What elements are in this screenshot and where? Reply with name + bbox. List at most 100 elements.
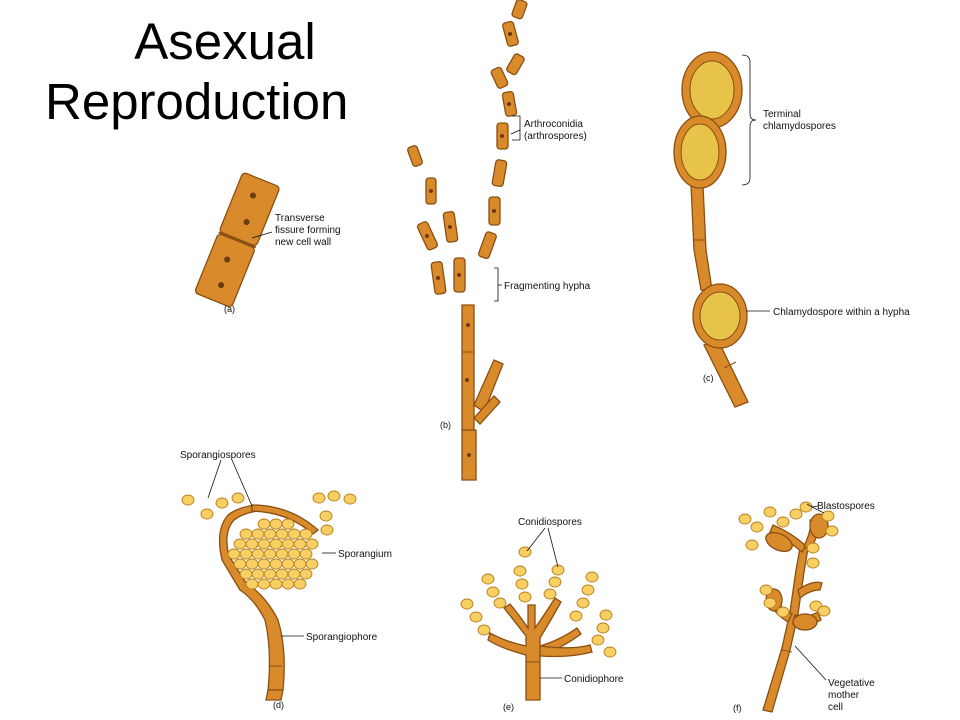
panel-a-label: (a) (224, 304, 235, 314)
sporangiospore (257, 578, 271, 590)
sporangiospore (293, 578, 307, 590)
sporangiospore (257, 558, 271, 570)
conidiophore-label: Conidiophore (564, 674, 624, 685)
sporangium-wall (251, 504, 320, 535)
panel-a-fission: Transverse fissure forming new cell wall… (194, 172, 343, 314)
panel-d-label: (d) (273, 700, 284, 710)
sporangiospore (275, 528, 289, 540)
sporangiospore (251, 568, 265, 580)
conidiophore-stalk (487, 597, 582, 701)
panel-d-sporangium: Sporangiospores Sporangium Sporangiophor… (180, 450, 392, 710)
sporangiospore (287, 568, 301, 580)
arthroconidium (490, 66, 509, 89)
panel-f-label: (f) (733, 703, 742, 713)
fission-label: Transverse fissure forming new cell wall (275, 213, 343, 248)
conidia (460, 546, 617, 658)
sporangiospore (239, 528, 253, 540)
sporangiospore (245, 538, 259, 550)
sporangium-spores (227, 518, 319, 590)
sporangiospore (263, 528, 277, 540)
sporangiospore (281, 578, 295, 590)
vegetative-mother-cell-label: Vegetative mother cell (828, 678, 878, 713)
sporangiospore (305, 558, 319, 570)
slide-title-line-1: Asexual (134, 13, 316, 70)
nucleus (243, 219, 250, 226)
leader-line (251, 231, 273, 239)
panel-c-chlamydospores: Terminal chlamydospores Chlamydospore wi… (673, 51, 910, 408)
sporangiophore-label: Sporangiophore (306, 632, 378, 643)
sporangiospore (263, 568, 277, 580)
arthroconidia-label: Arthroconidia (arthrospores) (524, 119, 587, 142)
panel-e-conidiophore: Conidiospores Conidiophore (e) (460, 517, 624, 712)
terminal-chlamydospores-label: Terminal chlamydospores (763, 109, 836, 132)
sporangiospore (287, 528, 301, 540)
sporangiospore (275, 548, 289, 560)
nucleus (218, 282, 225, 289)
nucleus (250, 192, 257, 199)
arthroconidium (407, 145, 423, 167)
sporangiospore (281, 518, 295, 530)
sporangiospore (251, 548, 265, 560)
sporangiospore (257, 538, 271, 550)
sporangiospores-label: Sporangiospores (180, 450, 256, 461)
sporangium-label: Sporangium (338, 549, 392, 560)
panel-b-fragmentation: Arthroconidia (arthrospores) Fragmenting… (407, 0, 591, 481)
sporangiospore (287, 548, 301, 560)
conidiospores-leaders (526, 527, 559, 568)
arthroconidium (478, 231, 497, 260)
blastospores-leaders (806, 503, 825, 514)
budding-cell (765, 531, 793, 553)
sporangiospore (227, 548, 241, 560)
slide-title-line-2: Reproduction (45, 73, 349, 130)
sporangiospore (257, 518, 271, 530)
sporangiospores-leaders (207, 459, 253, 507)
sporangiospore (269, 518, 283, 530)
budding-cell (792, 613, 818, 631)
sporangiospore (269, 578, 283, 590)
sporangiospore (269, 558, 283, 570)
hypha-branch-small (473, 395, 501, 425)
sporangiospore (305, 538, 319, 550)
fragments (407, 0, 528, 295)
arthroconidium (491, 159, 508, 188)
panel-e-label: (e) (503, 702, 514, 712)
sporangiospore (239, 568, 253, 580)
sporangiospore (263, 548, 277, 560)
blastospores (738, 501, 839, 618)
sporangiospore (299, 568, 313, 580)
sporangiospore (299, 528, 313, 540)
sporangiospore (251, 528, 265, 540)
sporangiospore (299, 548, 313, 560)
hypha-upper (690, 184, 713, 291)
sporangiospore (233, 538, 247, 550)
budding-cell (809, 513, 829, 539)
sporangiospore (281, 538, 295, 550)
hypha-branch (473, 359, 504, 414)
arthroconidium (511, 0, 528, 20)
sporangiospore (239, 548, 253, 560)
panel-b-label: (b) (440, 420, 451, 430)
nucleus (224, 256, 231, 263)
released-spores (181, 490, 357, 536)
sporangiospore (293, 558, 307, 570)
chlamydospore-within-hypha-label: Chlamydospore within a hypha (773, 307, 910, 318)
conidiospores-label: Conidiospores (518, 517, 582, 528)
sporangiospore (245, 578, 259, 590)
panel-f-budding: Blastospores Vegetative mother cell (f) (733, 501, 878, 713)
sporangiospore (245, 558, 259, 570)
terminal-bracket (741, 54, 757, 186)
blastospores-label: Blastospores (817, 501, 875, 512)
transverse-fissure (218, 231, 257, 249)
sporangiospore (281, 558, 295, 570)
arthroconidium (506, 53, 525, 76)
fragmenting-hypha-label: Fragmenting hypha (504, 281, 591, 292)
sporangiospore (293, 538, 307, 550)
leader-line (794, 645, 827, 681)
sporangiospore (269, 538, 283, 550)
sporangiospore (233, 558, 247, 570)
fragmenting-bracket (494, 267, 502, 302)
sporangiospore (275, 568, 289, 580)
leader-bracket (510, 115, 521, 141)
panel-c-label: (c) (703, 373, 714, 383)
